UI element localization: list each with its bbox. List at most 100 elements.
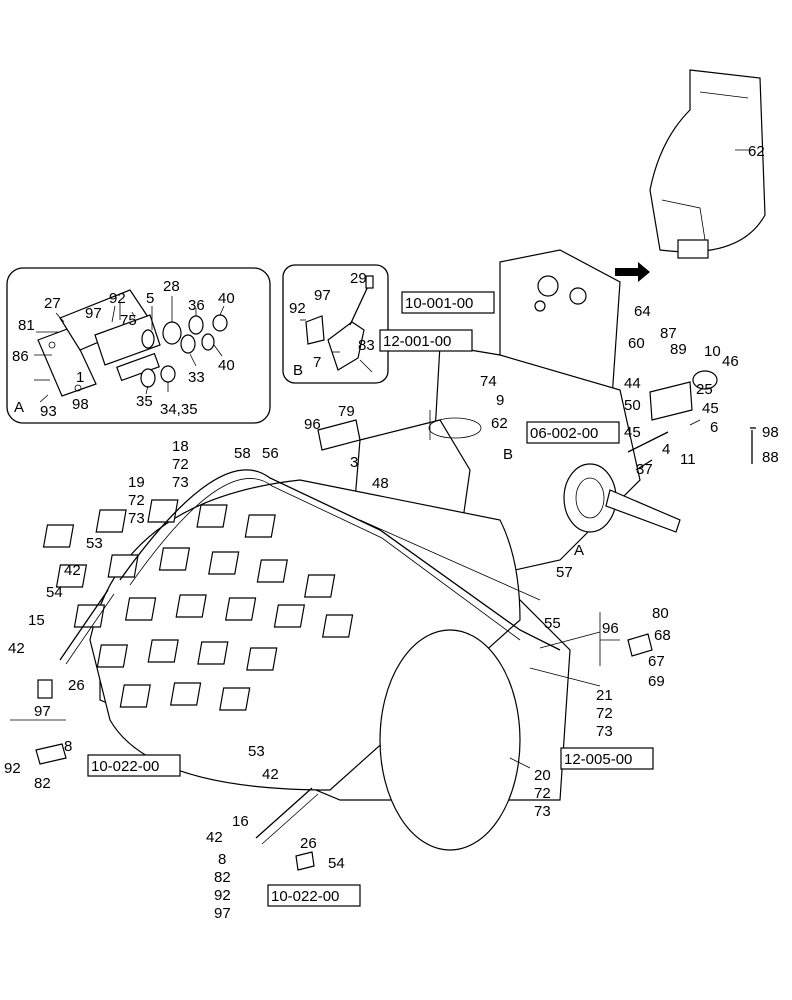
callout-label: 73: [596, 723, 613, 740]
valve-block-icon: [317, 419, 361, 451]
ref-box: [267, 884, 361, 907]
callout-label: 55: [544, 615, 561, 632]
callout-label: 92: [214, 887, 231, 904]
hose-line-icon: [119, 469, 561, 651]
callout-label: 8: [64, 738, 72, 755]
inset-a: [6, 267, 271, 424]
joystick-base-icon: [327, 321, 365, 371]
callout-label: B: [293, 362, 303, 379]
callout-label: 45: [702, 400, 719, 417]
callout-label: 11: [680, 451, 696, 468]
ref-box: [401, 291, 495, 314]
callout-label: 57: [556, 564, 573, 581]
inset-b-labels: 29 92 97 83 B 7: [289, 270, 375, 379]
callout-label: 34,35: [160, 401, 198, 418]
callout-label: 42: [206, 829, 223, 846]
callout-label: 33: [188, 369, 205, 386]
callout-label: A: [574, 542, 584, 559]
callout-label: 26: [300, 835, 317, 852]
ref-label: 10-022-00: [91, 758, 159, 775]
callout-label: 72: [172, 456, 189, 473]
callout-label: 16: [232, 813, 249, 830]
callout-label: 92: [4, 760, 21, 777]
callout-label: 87: [660, 325, 677, 342]
callout-label: 21: [596, 687, 613, 704]
callout-label: 97: [34, 703, 51, 720]
callout-label: 40: [218, 290, 235, 307]
callout-label: 50: [624, 397, 641, 414]
callout-label: 73: [128, 510, 145, 527]
ref-label: 10-001-00: [405, 295, 473, 312]
callout-label: 92: [109, 290, 126, 307]
callout-label: 80: [652, 605, 669, 622]
callout-label: 54: [328, 855, 345, 872]
pad-feet: [42, 499, 354, 711]
callout-label: B: [503, 446, 513, 463]
callout-label: 3: [350, 454, 358, 471]
arrow-icon: [615, 262, 650, 282]
cabin-detail: [615, 69, 766, 282]
ref-box: [526, 421, 620, 444]
callout-label: 98: [72, 396, 89, 413]
callout-label: 25: [696, 381, 713, 398]
callout-label: 72: [534, 785, 551, 802]
ref-label: 10-022-00: [271, 888, 339, 905]
callout-label: 96: [304, 416, 321, 433]
callout-label: 53: [248, 743, 265, 760]
ref-label: 06-002-00: [530, 425, 598, 442]
callout-label: 45: [624, 424, 641, 441]
callout-label: 67: [648, 653, 665, 670]
callout-label: 36: [188, 297, 205, 314]
callout-label: 27: [44, 295, 61, 312]
callout-label: 20: [534, 767, 551, 784]
callout-label: 82: [34, 775, 51, 792]
callout-label: 5: [146, 290, 154, 307]
reservoir-icon: [649, 381, 693, 421]
callout-label: 8: [218, 851, 226, 868]
callout-label: 74: [480, 373, 497, 390]
machine-body: [10, 249, 756, 871]
callout-label: 26: [68, 677, 85, 694]
callout-label: 75: [120, 312, 137, 329]
cylinder-left-icon: [59, 589, 109, 661]
callout-label: 92: [289, 300, 306, 317]
callout-label: 48: [372, 475, 389, 492]
callout-label: 83: [358, 337, 375, 354]
cabin-panel-icon: [649, 69, 766, 253]
cabin-labels: 62 64 60 87 89 10 46 74 44 25 9 50 45 62…: [480, 143, 779, 478]
inset-a-labels: 27 92 97 5 28 36 40 81 75 86 1 33 40 A 9…: [12, 278, 235, 420]
callout-label: 97: [314, 287, 331, 304]
callout-label: 42: [262, 766, 279, 783]
ref-label: 12-005-00: [564, 751, 632, 768]
callout-label: 1: [76, 369, 84, 386]
callout-label: 86: [12, 348, 29, 365]
callout-label: 68: [654, 627, 671, 644]
ref-box: [87, 754, 181, 777]
inset-a-frame: [6, 267, 271, 424]
callout-label: 9: [496, 392, 504, 409]
callout-label: 60: [628, 335, 645, 352]
bracket-plate-icon: [37, 327, 97, 397]
callout-label: 93: [40, 403, 57, 420]
callout-label: 54: [46, 584, 63, 601]
callout-label: 42: [8, 640, 25, 657]
callout-label: 4: [662, 441, 670, 458]
callout-label: 58: [234, 445, 251, 462]
callout-label: 72: [596, 705, 613, 722]
callout-label: 97: [85, 305, 102, 322]
callout-label: 6: [710, 419, 718, 436]
callout-label: 72: [128, 492, 145, 509]
callout-label: 18: [172, 438, 189, 455]
callout-label: 98: [762, 424, 779, 441]
callout-label: 19: [128, 474, 145, 491]
callout-label: 10: [704, 343, 721, 360]
callout-label: 79: [338, 403, 355, 420]
callout-label: 46: [722, 353, 739, 370]
callout-label: 96: [602, 620, 619, 637]
callout-label: 53: [86, 535, 103, 552]
callout-label: 62: [491, 415, 508, 432]
callout-label: 7: [313, 354, 321, 371]
callout-label: 56: [262, 445, 279, 462]
